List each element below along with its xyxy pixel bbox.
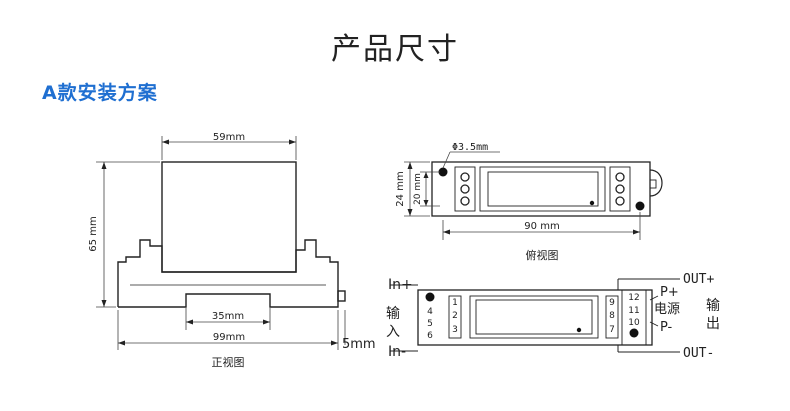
top-caption: 俯视图 xyxy=(526,248,559,262)
front-dim-top: 59mm xyxy=(213,132,245,143)
top-mount-holes xyxy=(438,167,645,211)
front-arrows xyxy=(101,139,338,346)
top-terminal-screw xyxy=(460,172,470,182)
front-dim-height: 65 mm xyxy=(88,216,99,251)
front-body-top xyxy=(161,161,297,273)
label-power: 电源 xyxy=(654,302,680,317)
label-output-2: 出 xyxy=(706,316,720,332)
label-in-minus: In- xyxy=(388,344,406,360)
front-view xyxy=(117,161,346,308)
label-out-minus: OUT- xyxy=(683,346,714,361)
front-latch xyxy=(337,290,346,302)
terminal-11: 11 xyxy=(628,306,639,316)
terminal-10: 10 xyxy=(628,318,640,328)
front-dim-side: 5mm xyxy=(342,337,376,352)
label-p-plus: P+ xyxy=(660,285,679,300)
terminal-8: 8 xyxy=(609,311,615,321)
top-dim-24: 24 mm xyxy=(395,171,406,206)
terminal-4: 4 xyxy=(427,307,433,317)
wiring-view xyxy=(390,278,680,353)
top-dim-20: 20 mm xyxy=(413,173,423,205)
terminal-1: 1 xyxy=(452,298,458,308)
front-dimensions xyxy=(96,136,346,350)
top-dim-hole: Φ3.5mm xyxy=(452,142,488,153)
terminal-2: 2 xyxy=(452,311,458,321)
wiring-holes xyxy=(425,292,639,338)
terminal-3: 3 xyxy=(452,325,458,335)
section-subtitle: A款安装方案 xyxy=(42,82,158,104)
label-p-minus: P- xyxy=(660,320,673,335)
label-output-1: 输 xyxy=(706,298,720,314)
top-dimensions xyxy=(404,151,641,240)
top-clip xyxy=(649,169,663,197)
front-base xyxy=(117,239,339,308)
wiring-body xyxy=(417,289,653,346)
top-body xyxy=(431,161,651,217)
terminal-5: 5 xyxy=(427,319,433,329)
label-out-plus: OUT+ xyxy=(683,272,714,287)
terminal-6: 6 xyxy=(427,331,433,341)
top-arrows xyxy=(407,162,640,235)
terminal-12: 12 xyxy=(628,293,639,303)
top-view xyxy=(431,161,663,217)
front-dim-width: 99mm xyxy=(213,332,245,343)
front-dim-rail: 35mm xyxy=(212,311,244,322)
top-dim-90: 90 mm xyxy=(524,221,559,232)
label-input-2: 入 xyxy=(386,324,400,340)
terminal-9: 9 xyxy=(609,298,615,308)
page-title: 产品尺寸 xyxy=(331,32,459,67)
label-input-1: 输 xyxy=(386,306,400,322)
top-display-window xyxy=(487,171,599,207)
front-caption: 正视图 xyxy=(212,355,245,369)
wiring-display-window xyxy=(475,299,593,335)
label-in-plus: In+ xyxy=(388,277,413,293)
terminal-7: 7 xyxy=(609,325,615,335)
